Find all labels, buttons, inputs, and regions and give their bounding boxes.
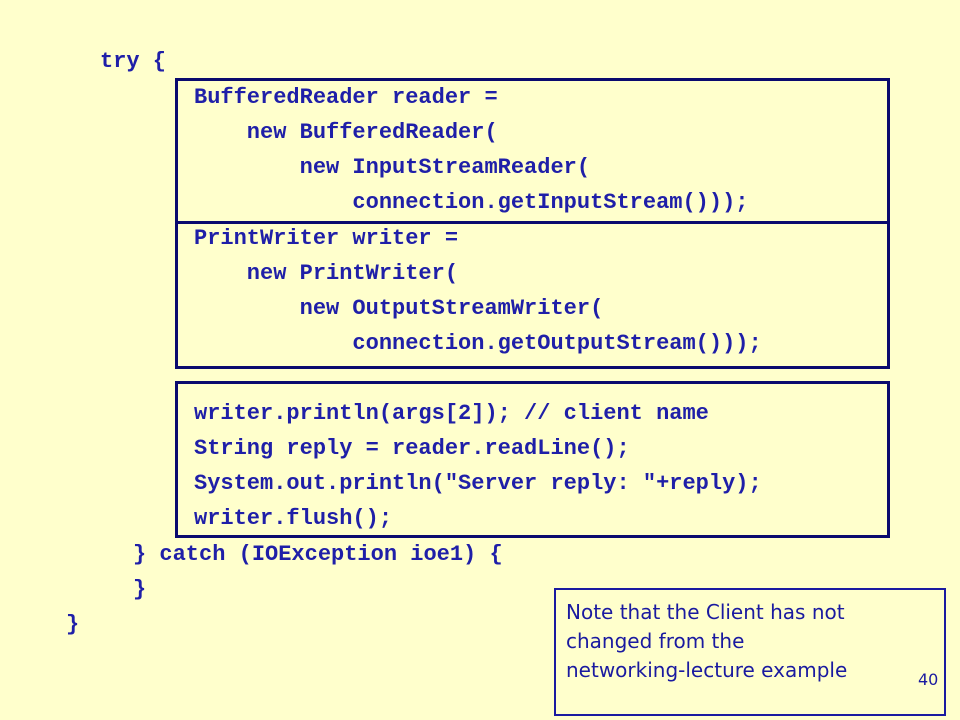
code-line-readline: String reply = reader.readLine(); (194, 436, 630, 461)
code-line-writer-new: new PrintWriter( (194, 261, 459, 286)
note-box: Note that the Client has not changed fro… (554, 588, 946, 716)
code-line-reader-isr: new InputStreamReader( (194, 155, 591, 180)
code-line-writer-osw: new OutputStreamWriter( (194, 296, 604, 321)
code-line-method-close: } (66, 612, 80, 637)
code-line-catch-close: } (133, 577, 147, 602)
code-line-reader-new: new BufferedReader( (194, 120, 498, 145)
code-line-reader-stream: connection.getInputStream())); (194, 190, 749, 215)
page-number: 40 (918, 670, 939, 689)
code-line-reader-decl: BufferedReader reader = (194, 85, 498, 110)
code-line-try: try { (100, 49, 167, 74)
code-box-usage (175, 381, 890, 538)
code-box-writer (175, 221, 890, 369)
code-line-print-reply: System.out.println("Server reply: "+repl… (194, 471, 762, 496)
code-line-writer-decl: PrintWriter writer = (194, 226, 459, 251)
note-line: Note that the Client has not (566, 600, 845, 624)
note-line: changed from the (566, 629, 745, 653)
code-line-writer-stream: connection.getOutputStream())); (194, 331, 762, 356)
code-line-catch: } catch (IOException ioe1) { (133, 542, 503, 567)
note-line: networking-lecture example (566, 658, 848, 682)
code-line-flush: writer.flush(); (194, 506, 393, 531)
code-line-println-args: writer.println(args[2]); // client name (194, 401, 709, 426)
